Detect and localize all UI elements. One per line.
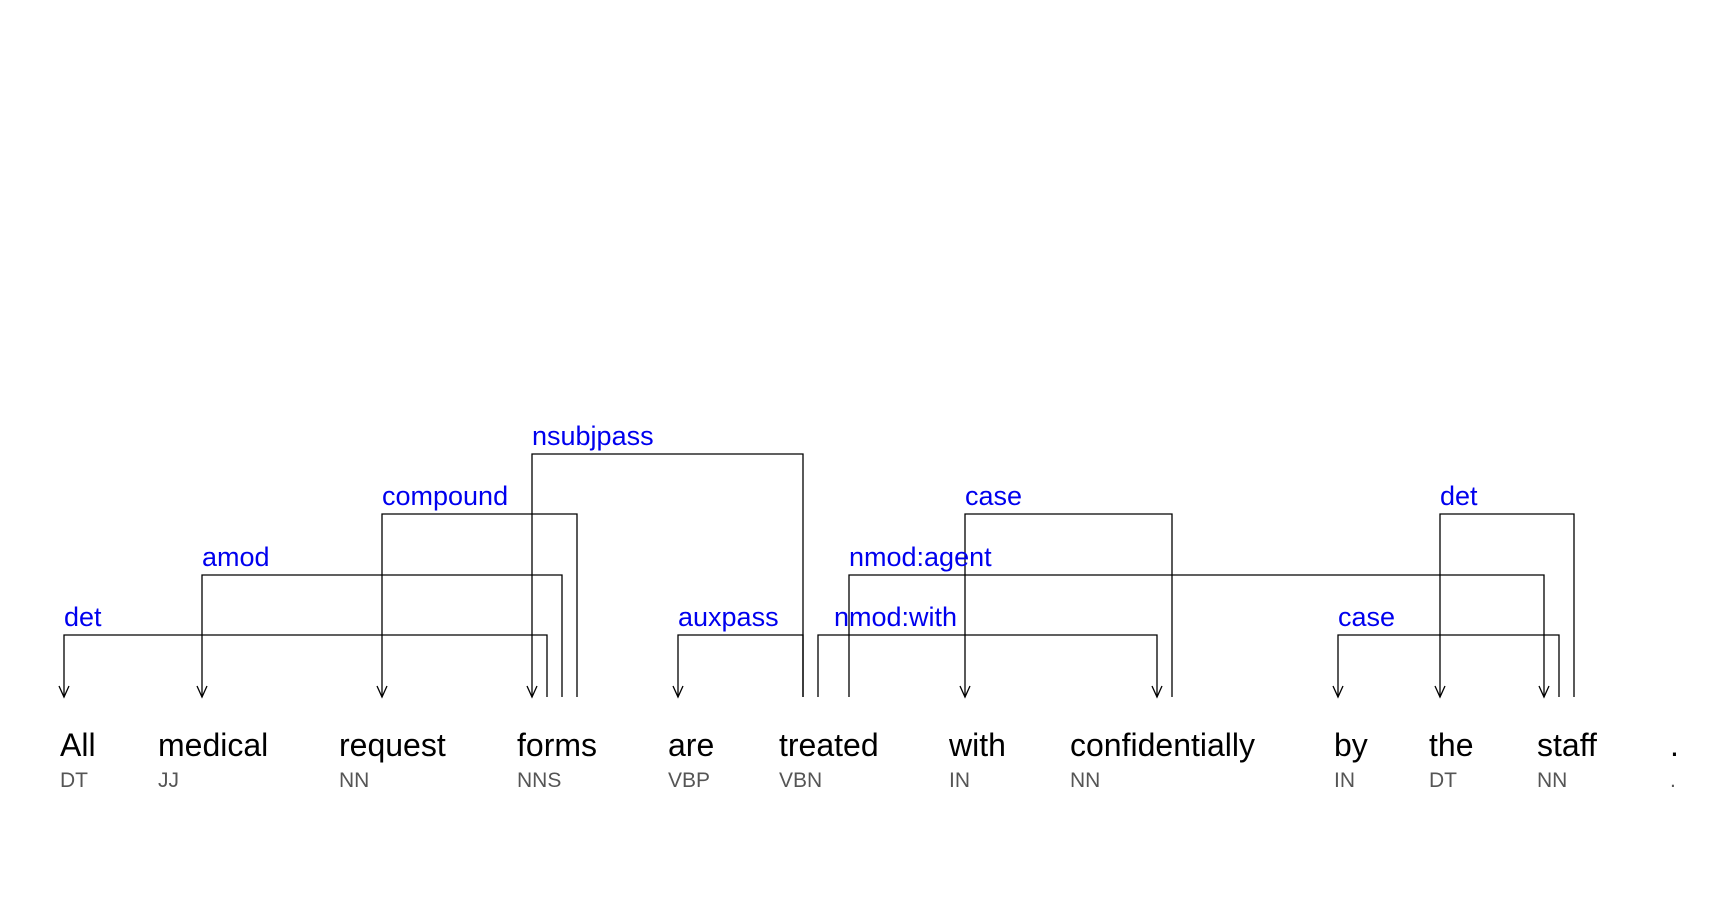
token-word: with bbox=[948, 727, 1006, 763]
relation-label: auxpass bbox=[678, 602, 779, 632]
token-tag: NNS bbox=[517, 769, 561, 792]
token-tag: VBP bbox=[668, 769, 710, 792]
relation-label: det bbox=[64, 602, 102, 632]
token-word: by bbox=[1334, 727, 1368, 763]
relation-label: nmod:agent bbox=[849, 542, 992, 572]
token-tag: NN bbox=[1537, 769, 1567, 792]
token-word: the bbox=[1429, 727, 1473, 763]
relation-label: nsubjpass bbox=[532, 421, 654, 451]
relation-label: case bbox=[1338, 602, 1395, 632]
token-word: staff bbox=[1537, 727, 1597, 763]
token-tag: IN bbox=[1334, 769, 1355, 792]
relation-label: det bbox=[1440, 481, 1478, 511]
dependency-arc bbox=[1337, 634, 1560, 697]
arrow-head-icon bbox=[959, 685, 971, 699]
arrow-head-icon bbox=[376, 685, 388, 699]
arrow-head-icon bbox=[196, 685, 208, 699]
dependency-arcs bbox=[58, 453, 1575, 699]
token-word: medical bbox=[158, 727, 268, 763]
token-word: . bbox=[1670, 727, 1679, 763]
token-tag: NN bbox=[1070, 769, 1100, 792]
arrow-head-icon bbox=[526, 685, 538, 699]
relation-label: case bbox=[965, 481, 1022, 511]
relation-label: nmod:with bbox=[834, 602, 957, 632]
token-tag: . bbox=[1670, 769, 1676, 792]
token-tag: DT bbox=[1429, 769, 1457, 792]
token-tag: JJ bbox=[158, 769, 179, 792]
token-word: are bbox=[668, 727, 714, 763]
relation-label: amod bbox=[202, 542, 270, 572]
token-tag: VBN bbox=[779, 769, 822, 792]
arrow-head-icon bbox=[1434, 685, 1446, 699]
arrow-head-icon bbox=[58, 685, 70, 699]
arrow-head-icon bbox=[1332, 685, 1344, 699]
sentence-tokens: All DT medical JJ request NN forms NNS a… bbox=[60, 727, 1679, 792]
arrow-head-icon bbox=[1151, 685, 1163, 699]
arrow-head-icon bbox=[672, 685, 684, 699]
dependency-arc bbox=[1439, 513, 1575, 697]
token-tag: DT bbox=[60, 769, 88, 792]
token-word: confidentially bbox=[1070, 727, 1255, 763]
token-word: All bbox=[60, 727, 96, 763]
dependency-arc bbox=[848, 574, 1545, 697]
dependency-arc bbox=[531, 453, 804, 697]
arrow-head-icon bbox=[1538, 685, 1550, 699]
dependency-arc bbox=[964, 513, 1173, 697]
dependency-arc bbox=[381, 513, 578, 697]
dependency-arc bbox=[817, 634, 1158, 697]
relation-labels: det amod compound nsubjpass auxpass nmod:with… bbox=[64, 421, 1478, 632]
token-word: request bbox=[339, 727, 446, 763]
token-word: treated bbox=[779, 727, 879, 763]
token-tag: NN bbox=[339, 769, 369, 792]
token-tag: IN bbox=[949, 769, 970, 792]
dependency-arc bbox=[63, 634, 548, 697]
dependency-arc bbox=[677, 634, 804, 697]
token-word: forms bbox=[517, 727, 597, 763]
relation-label: compound bbox=[382, 481, 508, 511]
